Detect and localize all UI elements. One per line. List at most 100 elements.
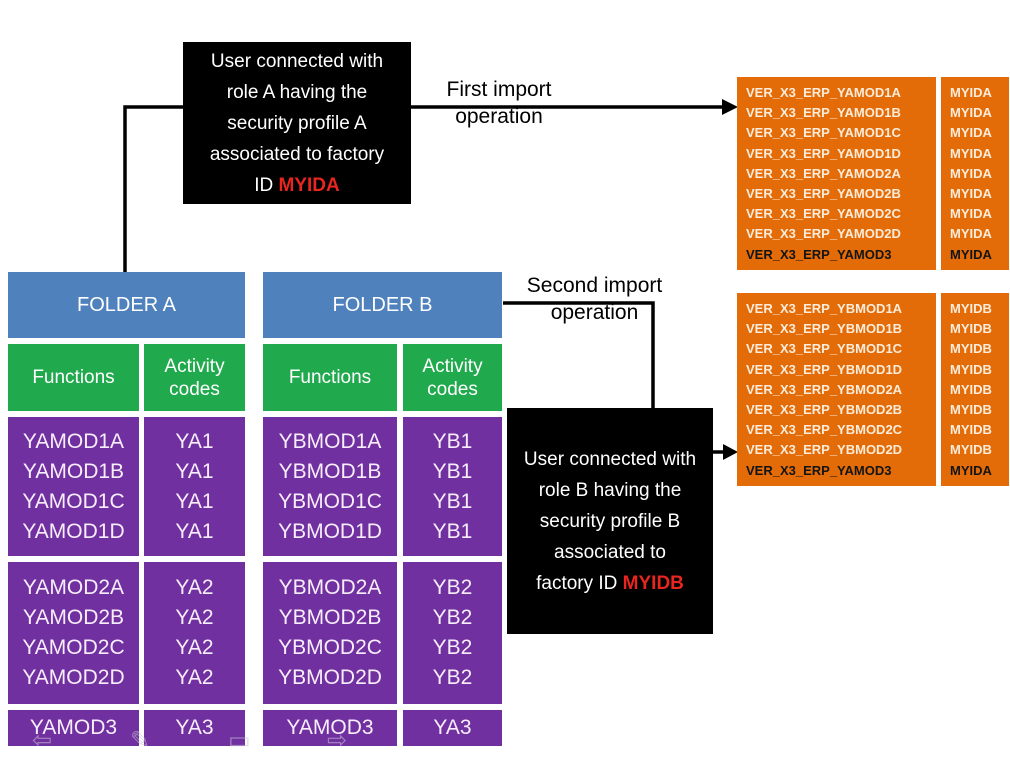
activity-code: YA2	[175, 636, 214, 659]
imported-function: VER_X3_ERP_YAMOD1A	[746, 85, 901, 100]
function-name: YAMOD2B	[22, 606, 125, 629]
activity-code: YA3	[175, 716, 214, 739]
folder-a-functions-group3: YAMOD3	[8, 710, 139, 746]
imported-function: VER_X3_ERP_YAMOD2D	[746, 226, 901, 242]
function-name: YBMOD2A	[278, 576, 382, 599]
imported-function: VER_X3_ERP_YAMOD2B	[746, 186, 901, 202]
imported-factory-id: MYIDA	[950, 462, 992, 478]
role-b-box: User connected with role B having the se…	[507, 408, 713, 634]
imported-function: VER_X3_ERP_YAMOD2C	[746, 206, 901, 222]
imported-function: VER_X3_ERP_YAMOD3	[746, 462, 892, 478]
imported-factory-id: MYIDA	[950, 186, 992, 202]
activity-code: YA2	[175, 576, 214, 599]
folder-b-functions-group1: YBMOD1A YBMOD1B YBMOD1C YBMOD1D	[263, 417, 397, 556]
slide-menu-icon[interactable]: ▭	[228, 727, 251, 754]
imported-function: VER_X3_ERP_YBMOD2B	[746, 402, 903, 418]
activity-code: YB2	[432, 606, 473, 629]
folder-b-functions-column-header: Functions	[263, 344, 397, 411]
function-name: YAMOD2D	[22, 666, 125, 689]
folder-b-activity-column-header: Activity codes	[403, 344, 502, 411]
imported-function: VER_X3_ERP_YAMOD3	[746, 246, 892, 262]
imported-function: VER_X3_ERP_YBMOD1C	[746, 341, 903, 357]
import-result-1-factory-ids: MYIDA MYIDA MYIDA MYIDA MYIDA MYIDA MYIDA MYIDA…	[941, 77, 1009, 270]
imported-factory-id: MYIDA	[950, 105, 992, 121]
imported-factory-id: MYIDB	[950, 442, 992, 458]
function-name: YAMOD2C	[22, 636, 125, 659]
function-name: YBMOD1A	[278, 429, 382, 453]
folder-b-table: FOLDER B Functions Activity codes YBMOD1…	[263, 272, 502, 746]
role-b-factory-id: MYIDB	[622, 572, 684, 594]
function-name: YAMOD1C	[22, 489, 125, 513]
function-name: YBMOD1D	[278, 519, 382, 543]
imported-function: VER_X3_ERP_YBMOD1B	[746, 321, 903, 337]
activity-code: YB2	[432, 636, 473, 659]
imported-factory-id: MYIDA	[950, 226, 992, 242]
activity-code: YB2	[432, 666, 473, 689]
imported-function: VER_X3_ERP_YAMOD1C	[746, 125, 901, 141]
imported-factory-id: MYIDA	[950, 85, 992, 100]
imported-factory-id: MYIDA	[950, 165, 992, 181]
folder-a-functions-column-header: Functions	[8, 344, 139, 411]
folder-a-table: FOLDER A Functions Activity codes YAMOD1…	[8, 272, 245, 746]
function-name: YAMOD1A	[22, 429, 125, 453]
first-import-arrowhead-icon	[722, 99, 738, 115]
role-a-text: User connected with role A having the se…	[209, 50, 385, 196]
function-name: YBMOD1C	[278, 489, 382, 513]
activity-code: YA2	[175, 666, 214, 689]
imported-factory-id: MYIDA	[950, 206, 992, 222]
pen-tool-icon[interactable]: ✎	[130, 727, 151, 754]
imported-function: VER_X3_ERP_YBMOD1D	[746, 361, 903, 377]
imported-factory-id: MYIDB	[950, 301, 992, 316]
activity-code: YB1	[432, 519, 473, 543]
activity-code: YA1	[175, 459, 214, 483]
import-result-2-functions: VER_X3_ERP_YBMOD1A VER_X3_ERP_YBMOD1B VER_…	[737, 293, 936, 486]
imported-function: VER_X3_ERP_YBMOD2A	[746, 381, 903, 397]
function-name: YAMOD3	[29, 716, 118, 739]
second-import-connector	[503, 301, 655, 408]
presenter-toolbar: ⇦ ✎ ▭ ⇨	[0, 728, 400, 757]
imported-factory-id: MYIDB	[950, 361, 992, 377]
imported-factory-id: MYIDA	[950, 145, 992, 161]
imported-function: VER_X3_ERP_YAMOD1D	[746, 145, 901, 161]
function-name: YBMOD2D	[278, 666, 382, 689]
activity-code: YA2	[175, 606, 214, 629]
role-b-arrowhead-icon	[723, 444, 738, 460]
imported-factory-id: MYIDB	[950, 321, 992, 337]
imported-factory-id: MYIDB	[950, 422, 992, 438]
folder-a-header: FOLDER A	[8, 272, 245, 338]
activity-code: YA1	[175, 429, 214, 453]
activity-code: YB1	[432, 429, 473, 453]
imported-function: VER_X3_ERP_YBMOD2D	[746, 442, 903, 458]
activity-code: YA1	[175, 489, 214, 513]
function-name: YBMOD1B	[278, 459, 382, 483]
role-b-text: User connected with role B having the se…	[523, 448, 697, 594]
import-result-2-factory-ids: MYIDB MYIDB MYIDB MYIDB MYIDB MYIDB MYIDB MYIDB…	[941, 293, 1009, 486]
activity-code: YB2	[432, 576, 473, 599]
next-slide-icon[interactable]: ⇨	[327, 727, 348, 754]
imported-factory-id: MYIDB	[950, 402, 992, 418]
folder-a-activity-column-header: Activity codes	[144, 344, 245, 411]
first-import-label: First import operation	[446, 78, 552, 128]
imported-factory-id: MYIDA	[950, 125, 992, 141]
activity-code: YA3	[433, 716, 472, 739]
imported-function: VER_X3_ERP_YBMOD1A	[746, 301, 903, 316]
imported-factory-id: MYIDB	[950, 381, 992, 397]
function-name: YAMOD1B	[22, 459, 125, 483]
imported-factory-id: MYIDB	[950, 341, 992, 357]
previous-slide-icon[interactable]: ⇦	[32, 727, 53, 754]
folder-a-codes-group3: YA3	[144, 710, 245, 746]
folder-b-codes-group3: YA3	[403, 710, 502, 746]
role-a-box: User connected with role A having the se…	[183, 42, 411, 204]
imported-function: VER_X3_ERP_YAMOD2A	[746, 165, 901, 181]
imported-factory-id: MYIDA	[950, 246, 992, 262]
